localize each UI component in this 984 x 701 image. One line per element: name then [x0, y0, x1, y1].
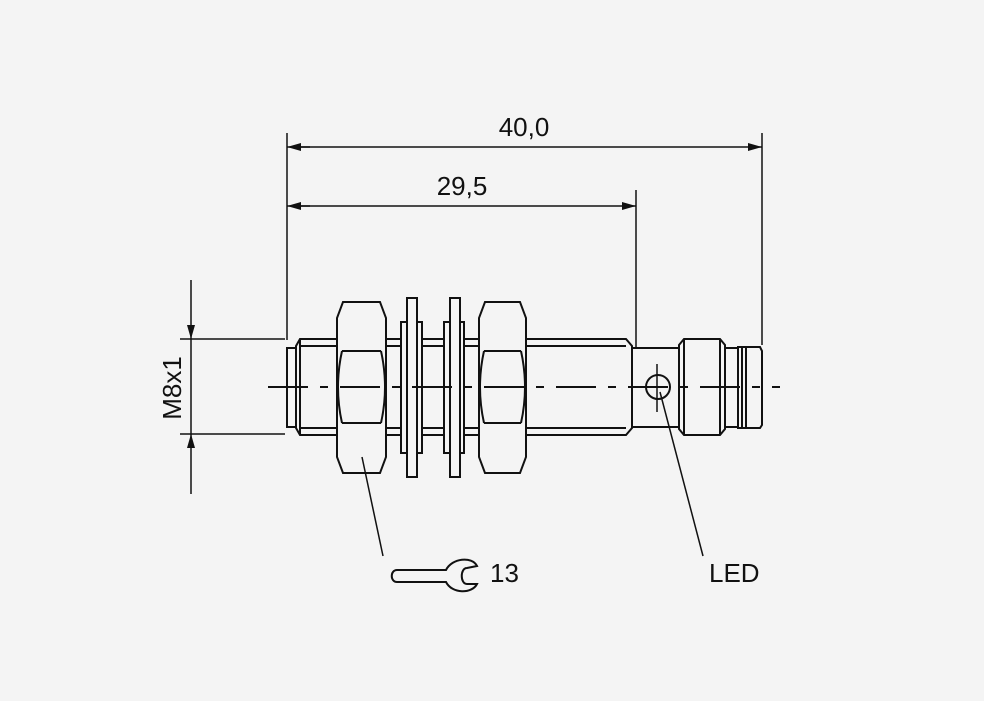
dimension-body-length: 29,5 [287, 171, 636, 210]
led-indicator [645, 364, 671, 412]
led-leader-line [659, 391, 704, 557]
wrench-icon [390, 558, 479, 593]
extension-lines [180, 133, 763, 435]
wrench-leader-line [361, 456, 384, 557]
wrench-size-label: 13 [490, 558, 519, 588]
dimension-body-label: 29,5 [437, 171, 488, 201]
dimension-thread: M8x1 [157, 280, 195, 494]
thread-label: M8x1 [157, 356, 187, 420]
dimension-overall-label: 40,0 [499, 112, 550, 142]
led-label: LED [709, 558, 760, 588]
dimension-overall-length: 40,0 [287, 112, 762, 151]
